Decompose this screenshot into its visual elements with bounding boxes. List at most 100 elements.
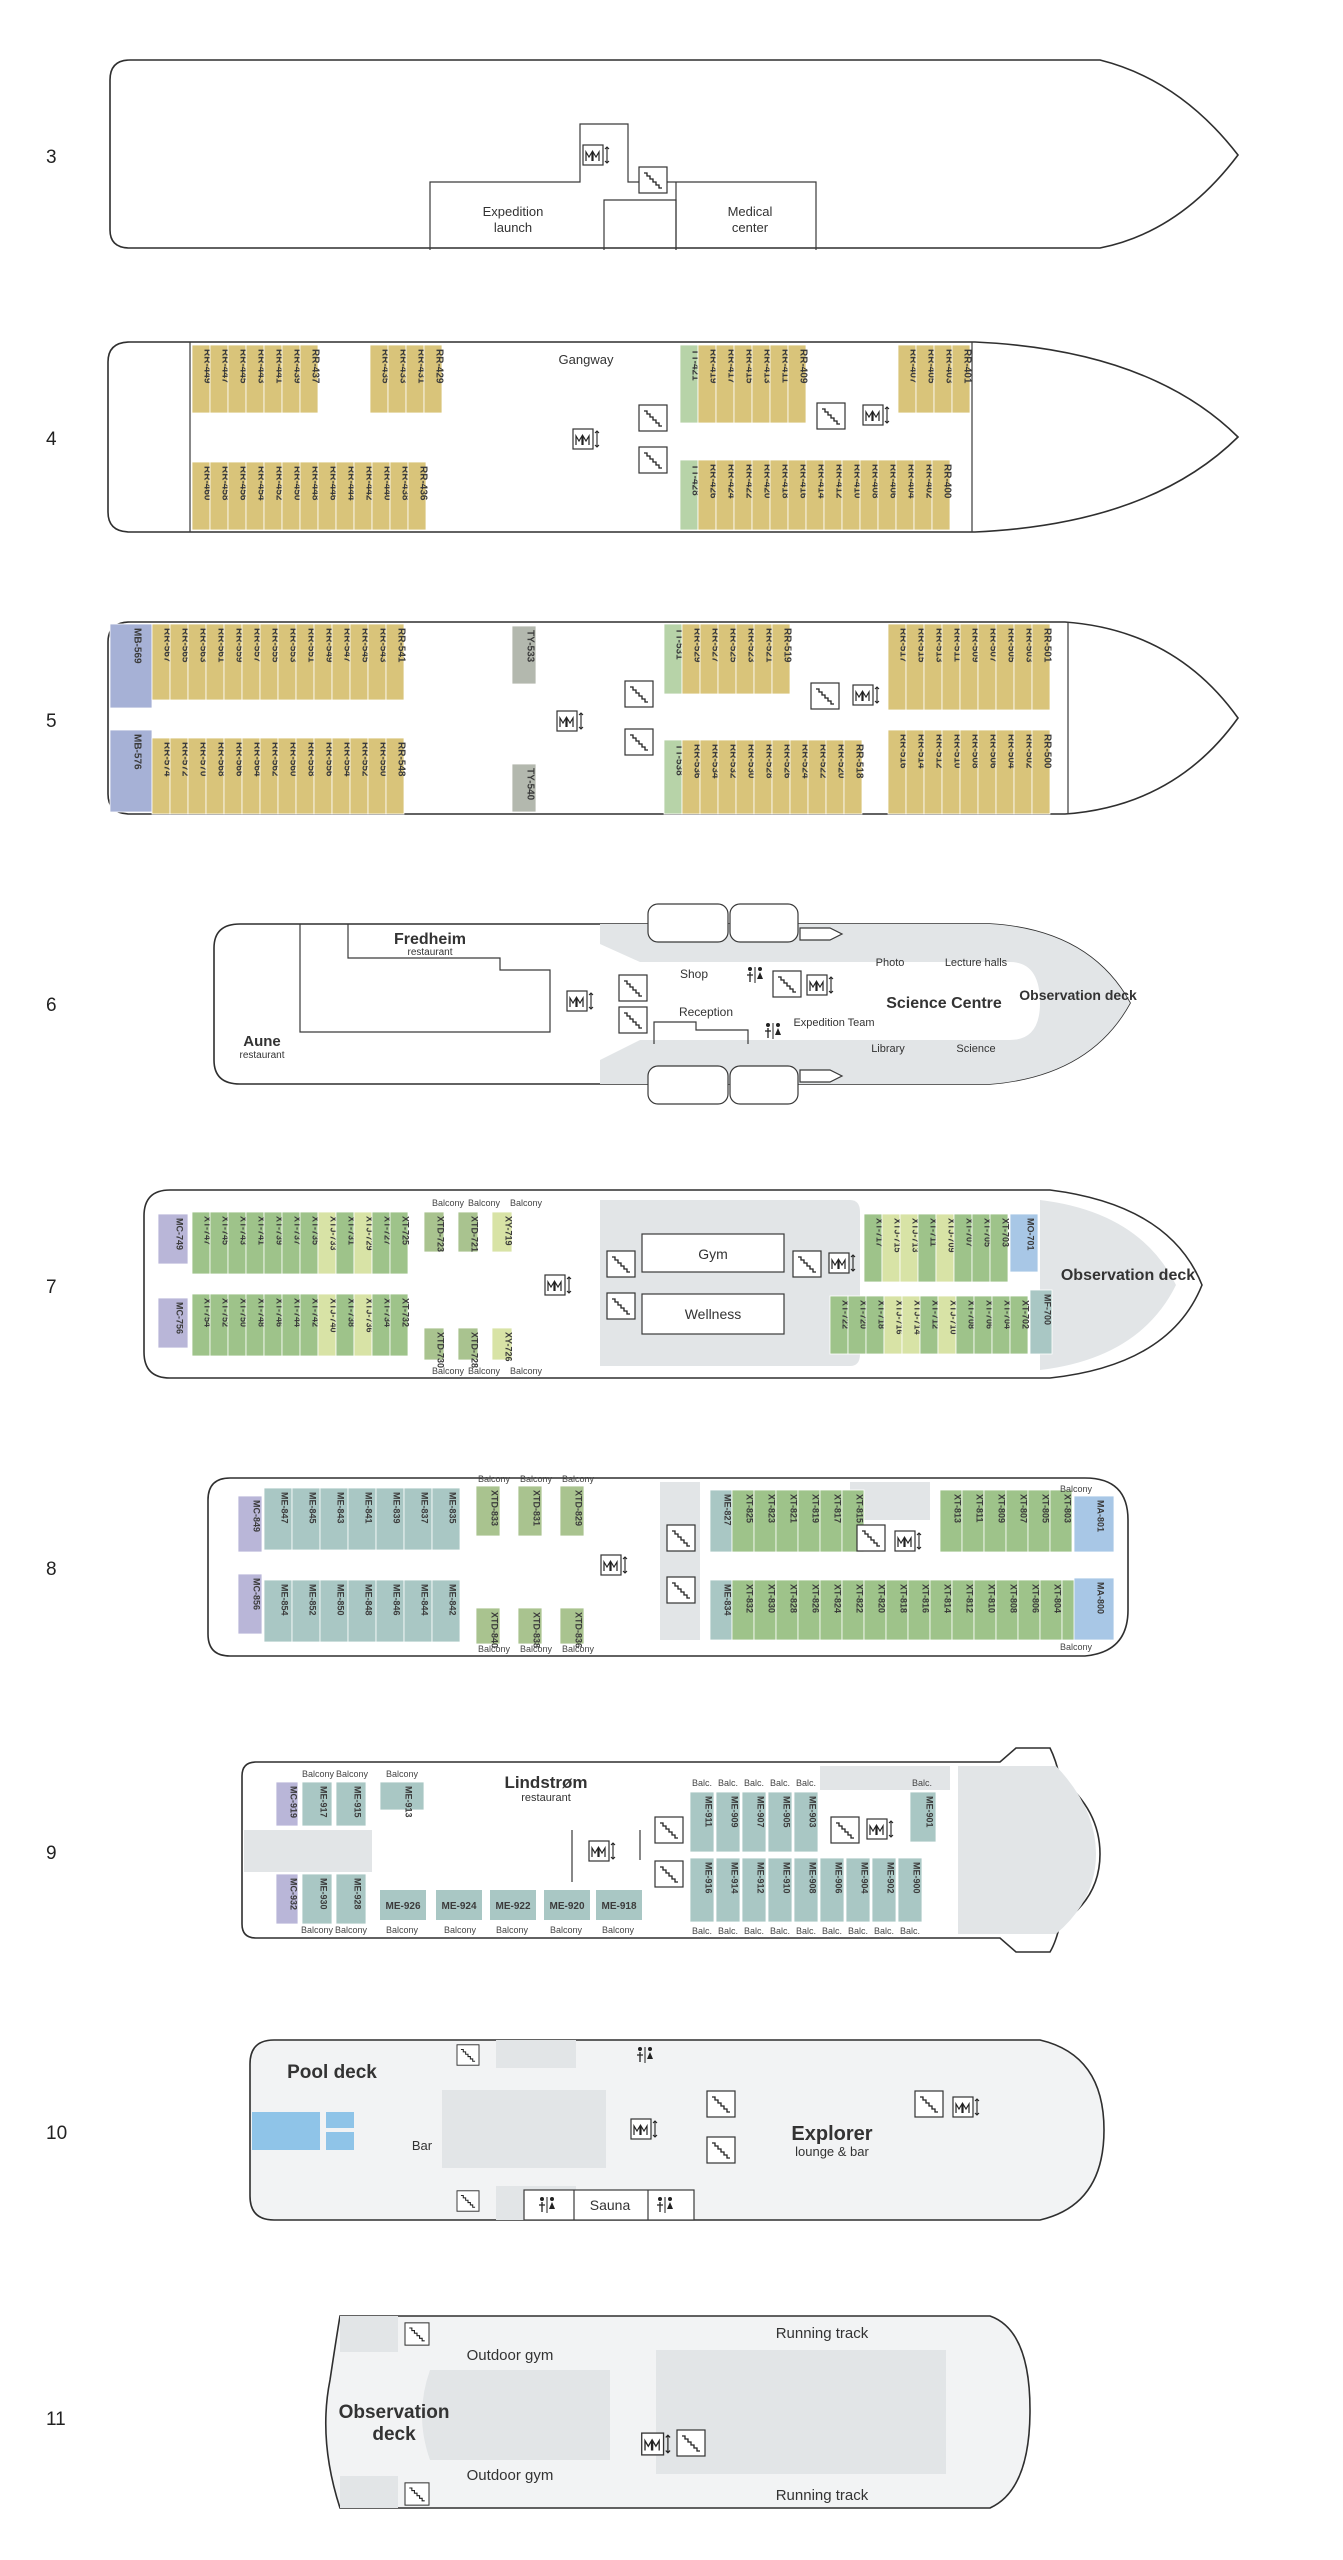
cabin[interactable]: RR-424 <box>715 459 737 531</box>
cabin[interactable]: XT-812 <box>951 1579 975 1641</box>
cabin[interactable]: RR-514 <box>905 729 927 815</box>
cabin[interactable]: ME-902 <box>871 1857 897 1923</box>
cabin[interactable]: ME-847 <box>263 1487 293 1551</box>
cabin[interactable]: RR-442 <box>353 461 375 531</box>
cabin[interactable]: RR-449 <box>191 344 213 414</box>
cabin[interactable]: RR-418 <box>769 459 791 531</box>
cabin[interactable]: RR-422 <box>733 459 755 531</box>
cabin[interactable]: RR-529 <box>681 623 703 695</box>
cabin[interactable]: RR-530 <box>735 739 757 815</box>
cabin[interactable]: RR-413 <box>751 344 773 424</box>
cabin[interactable]: XT-745 <box>209 1211 231 1275</box>
cabin[interactable]: RR-426 <box>697 459 719 531</box>
cabin[interactable]: ME-915 <box>335 1781 367 1827</box>
cabin[interactable]: XT-708 <box>955 1295 977 1355</box>
cabin[interactable]: XT-702 <box>1009 1295 1031 1355</box>
cabin[interactable]: XT-804 <box>1039 1579 1063 1641</box>
cabin[interactable]: XT-748 <box>245 1293 267 1357</box>
cabin[interactable]: XT-820 <box>863 1579 887 1641</box>
cabin[interactable]: RR-541 <box>385 623 407 701</box>
cabin[interactable]: XT-832 <box>731 1579 755 1641</box>
cabin[interactable]: ME-930 <box>301 1873 333 1925</box>
cabin[interactable]: XT-718 <box>865 1295 887 1355</box>
cabin[interactable]: ME-846 <box>375 1579 405 1643</box>
cabin[interactable]: XTD-728 <box>457 1327 480 1368</box>
cabin[interactable]: RR-520 <box>825 739 847 815</box>
cabin[interactable]: ME-900 <box>897 1857 923 1923</box>
cabin[interactable]: RR-552 <box>349 737 371 815</box>
cabin[interactable]: XT-727 <box>371 1211 393 1275</box>
cabin[interactable]: RR-456 <box>227 461 249 531</box>
cabin[interactable]: RR-545 <box>349 623 371 701</box>
cabin[interactable]: XT-816 <box>907 1579 931 1641</box>
cabin[interactable]: ME-928 <box>335 1873 367 1925</box>
cabin[interactable]: ME-841 <box>347 1487 377 1551</box>
cabin[interactable]: RR-403 <box>933 344 955 414</box>
cabin[interactable]: ME-918 <box>596 1890 642 1920</box>
cabin[interactable]: ME-834 <box>709 1579 733 1641</box>
cabin[interactable]: XT-825 <box>731 1489 755 1553</box>
cabin[interactable]: RR-563 <box>187 623 209 701</box>
cabin[interactable]: RR-564 <box>241 737 263 815</box>
cabin[interactable]: MB-569 <box>109 623 153 709</box>
cabin[interactable]: RR-437 <box>299 344 321 414</box>
cabin[interactable]: RR-507 <box>977 623 999 711</box>
cabin[interactable]: ME-901 <box>909 1791 937 1843</box>
cabin[interactable]: TY-540 <box>511 763 537 813</box>
cabin[interactable]: RR-505 <box>995 623 1017 711</box>
cabin[interactable]: ME-837 <box>403 1487 433 1551</box>
cabin[interactable]: ME-843 <box>319 1487 349 1551</box>
cabin[interactable]: ME-835 <box>431 1487 461 1551</box>
cabin[interactable]: XTD-721 <box>457 1211 480 1253</box>
cabin[interactable]: XT-803 <box>1049 1489 1073 1553</box>
cabin[interactable]: XTJ-736 <box>353 1293 375 1357</box>
cabin[interactable]: RR-558 <box>295 737 317 815</box>
cabin[interactable]: ME-917 <box>301 1781 333 1827</box>
cabin[interactable]: RR-559 <box>223 623 245 701</box>
cabin[interactable]: XT-720 <box>847 1295 869 1355</box>
cabin[interactable]: XT-705 <box>971 1213 993 1283</box>
cabin[interactable]: XTJ-713 <box>899 1213 921 1283</box>
cabin[interactable]: ME-845 <box>291 1487 321 1551</box>
cabin[interactable]: RR-536 <box>681 739 703 815</box>
cabin[interactable]: XT-747 <box>191 1211 213 1275</box>
cabin[interactable]: RR-555 <box>259 623 281 701</box>
cabin[interactable]: XT-807 <box>1005 1489 1029 1553</box>
cabin[interactable]: ME-852 <box>291 1579 321 1643</box>
cabin[interactable]: XT-750 <box>227 1293 249 1357</box>
cabin[interactable]: XT-707 <box>953 1213 975 1283</box>
cabin[interactable]: RR-400 <box>931 459 953 531</box>
cabin[interactable]: XT-823 <box>753 1489 777 1553</box>
cabin[interactable]: XT-725 <box>389 1211 411 1275</box>
cabin[interactable]: XY-719 <box>491 1211 514 1253</box>
cabin[interactable]: ME-850 <box>319 1579 349 1643</box>
cabin[interactable]: XT-806 <box>1017 1579 1041 1641</box>
cabin[interactable]: ME-920 <box>544 1890 590 1920</box>
cabin[interactable]: RR-409 <box>787 344 809 424</box>
cabin[interactable]: XTJ-740 <box>317 1293 339 1357</box>
cabin[interactable]: RR-516 <box>887 729 909 815</box>
cabin[interactable]: RR-415 <box>733 344 755 424</box>
cabin[interactable]: RR-410 <box>841 459 863 531</box>
cabin[interactable]: XTD-730 <box>423 1327 446 1368</box>
cabin[interactable]: RR-444 <box>335 461 357 531</box>
cabin[interactable]: XTJ-709 <box>935 1213 957 1283</box>
cabin[interactable]: ME-926 <box>380 1890 426 1920</box>
cabin[interactable]: XT-741 <box>245 1211 267 1275</box>
cabin[interactable]: ME-848 <box>347 1579 377 1643</box>
cabin[interactable]: XTJ-710 <box>937 1295 959 1355</box>
cabin[interactable]: XT-722 <box>829 1295 851 1355</box>
cabin[interactable]: RR-500 <box>1031 729 1053 815</box>
cabin[interactable]: RR-436 <box>407 461 429 531</box>
cabin[interactable]: XT-810 <box>973 1579 997 1641</box>
cabin[interactable]: RR-562 <box>259 737 281 815</box>
cabin[interactable]: RR-525 <box>717 623 739 695</box>
cabin[interactable]: RR-527 <box>699 623 721 695</box>
cabin[interactable]: RR-551 <box>295 623 317 701</box>
cabin[interactable]: ME-842 <box>431 1579 461 1643</box>
cabin[interactable]: XTD-831 <box>517 1485 543 1537</box>
cabin[interactable]: RR-439 <box>281 344 303 414</box>
cabin[interactable]: XT-805 <box>1027 1489 1051 1553</box>
cabin[interactable]: XTJ-714 <box>901 1295 923 1355</box>
cabin[interactable]: RR-572 <box>169 737 191 815</box>
